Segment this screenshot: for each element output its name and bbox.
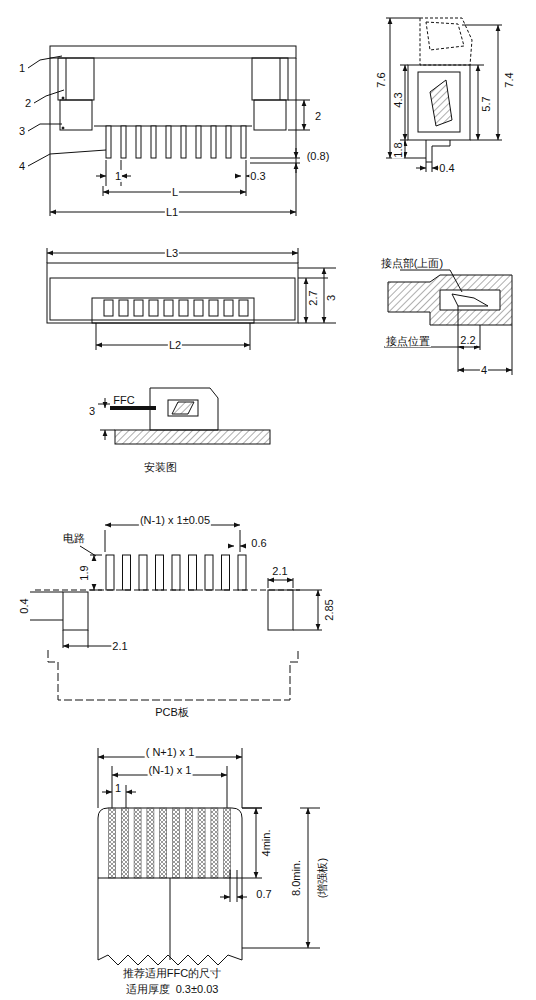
dimension-label: 5.7 [480,95,492,112]
ffc-conductor [109,808,116,878]
pin [239,300,248,316]
ffc-conductor [224,808,231,878]
dimension-label: L3 [165,247,179,259]
dimension-label: L [171,186,179,198]
dimension-label: 4 [18,160,26,172]
pin [211,126,216,158]
pcb-pad [139,555,147,590]
pcb-pad [156,555,164,590]
dimension-label: (N-1) x 1 [148,764,193,776]
dimension-label: 2.1 [111,640,128,652]
dimension-label: 接点位置 [385,335,431,347]
pin [149,300,158,316]
dimension-label: 推荐适用FFC的尺寸 [122,967,222,979]
dimension-label: 4min. [260,829,272,858]
dimension-label: (0.8) [306,150,331,162]
dimension-label: ( N+1) x 1 [145,746,196,758]
pcb-pad [123,555,131,590]
dimension-label: 适用厚度 0.3±0.03 [125,983,220,995]
pin [196,126,201,158]
dimension-label: 2.7 [307,289,319,306]
pin [181,126,186,158]
pcb-pad [106,555,114,590]
dimension-label: 3 [18,125,26,137]
dimension-label: (增强板) [316,857,328,899]
pcb-pad [238,555,246,590]
pin [241,126,246,158]
dimension-label: 7.4 [503,71,515,88]
dimension-label: 0.4 [438,162,455,174]
dimension-label: 2.2 [459,334,476,346]
pcb-pad [205,555,213,590]
dimension-label: 8.0min. [290,859,302,897]
ffc-conductor [198,808,205,878]
dimension-label: 1.9 [78,564,90,581]
ffc-conductor [185,808,192,878]
pin [164,300,173,316]
dimension-label: 7.6 [375,71,387,88]
dimension-label: 1 [114,782,122,794]
dimension-label: 4.3 [392,91,404,108]
dimension-label: 2.1 [271,565,288,577]
ffc-conductor [160,808,167,878]
dimension-label: L1 [165,206,179,218]
dimension-label: 接点部(上面) [380,257,444,269]
dimension-label: 0.6 [250,537,267,549]
dimension-label: 4 [480,364,488,376]
ffc-conductor [211,808,218,878]
dimension-label: 1 [114,170,122,182]
pin [209,300,218,316]
pin [106,126,111,158]
pin [224,300,233,316]
dimension-label: 0.4 [18,597,30,614]
dimension-label: 0.3 [249,170,266,182]
dimension-label: (N-1) x 1±0.05 [139,514,211,526]
ffc-conductor [134,808,141,878]
dimension-label: PCB板 [154,706,190,718]
pin [121,126,126,158]
pin [226,126,231,158]
pcb-pad [189,555,197,590]
pin [194,300,203,316]
dimension-label: 3 [325,294,337,302]
ffc-conductor [121,808,128,878]
dimension-label: FFC [112,394,135,406]
dimension-label: 0.7 [255,888,272,900]
pin [104,300,113,316]
dimension-label: 1 [18,62,26,74]
pin [136,126,141,158]
pin [151,126,156,158]
dimension-label: 安装图 [143,461,178,473]
dimension-label: 1.8 [392,141,404,158]
dimension-label: 2.85 [323,598,335,621]
dimension-label: 电路 [62,532,86,544]
pcb-pad [222,555,230,590]
dimension-label: 2 [314,110,322,122]
ffc-conductor [173,808,180,878]
pin [166,126,171,158]
pin [179,300,188,316]
pin [119,300,128,316]
dimension-label: 3 [88,405,96,417]
pcb-pad [172,555,180,590]
dimension-label: L2 [168,339,182,351]
dimension-label: 2 [24,97,32,109]
pin [134,300,143,316]
ffc-conductor [147,808,154,878]
